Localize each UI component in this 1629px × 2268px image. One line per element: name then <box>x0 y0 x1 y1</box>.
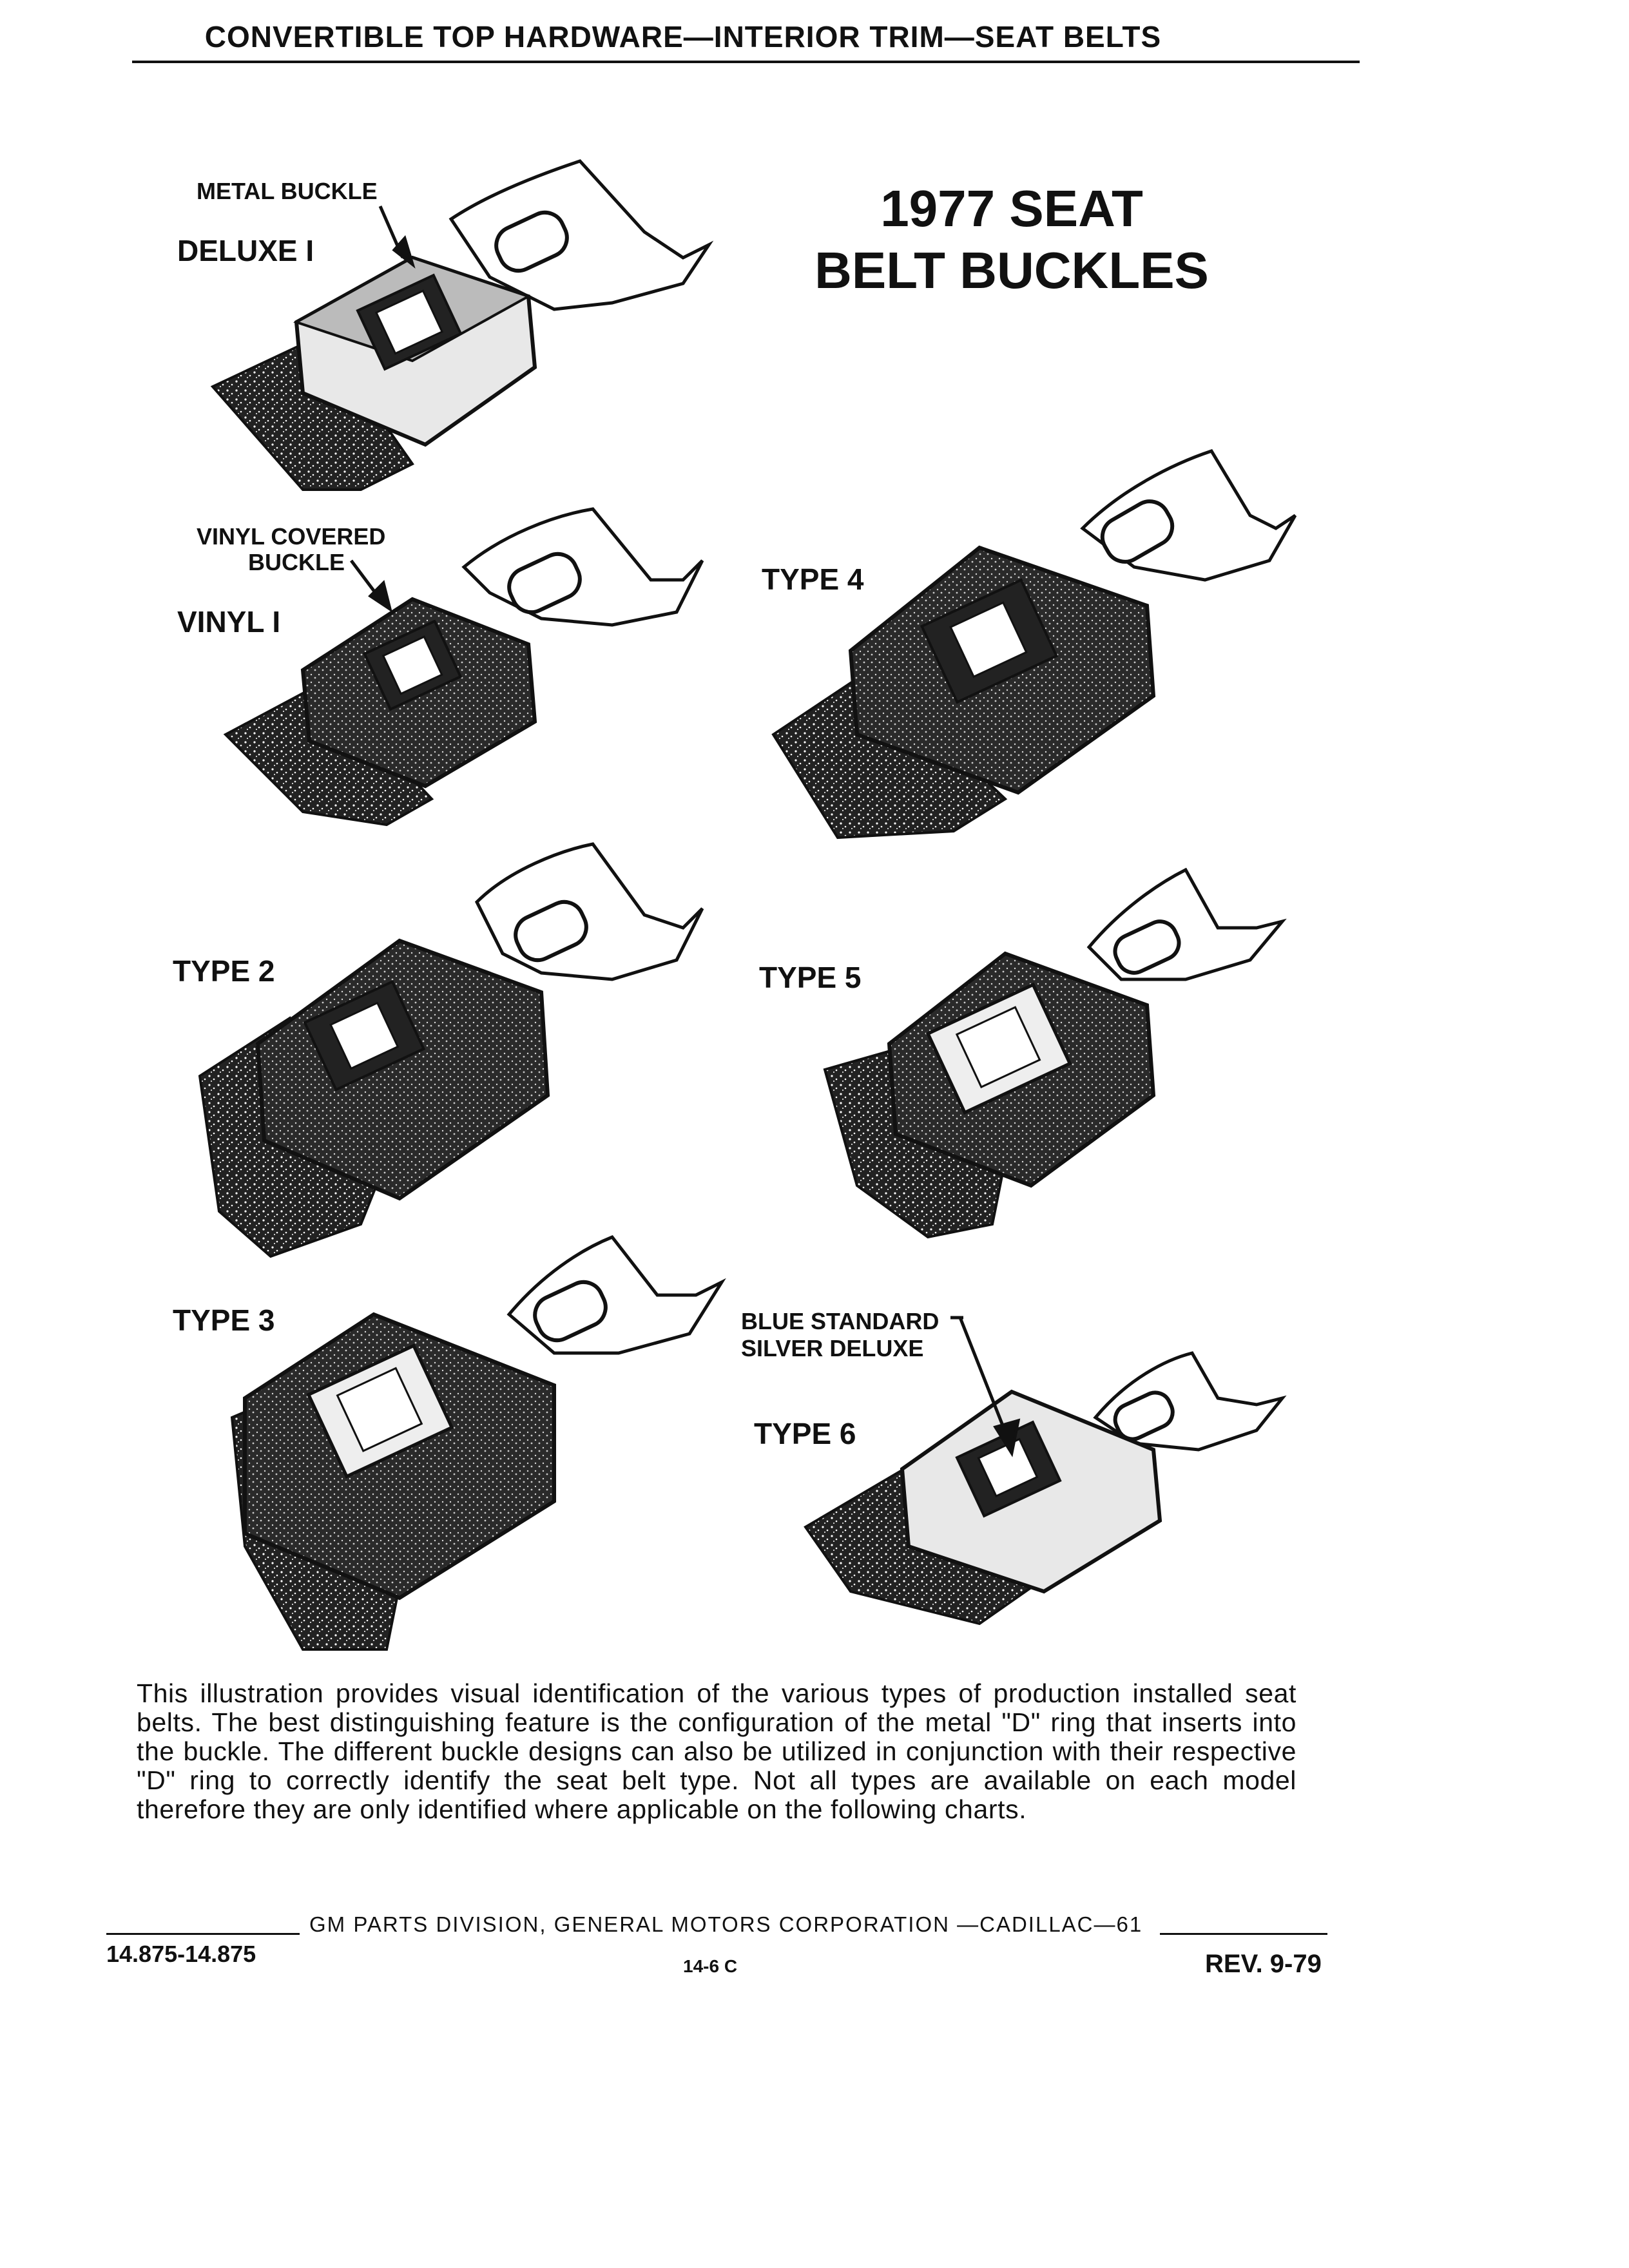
footer-publisher: GM PARTS DIVISION, GENERAL MOTORS CORPOR… <box>309 1912 1143 1936</box>
section-header: CONVERTIBLE TOP HARDWARE—INTERIOR TRIM—S… <box>204 20 1162 53</box>
footer-left-rule <box>106 1933 300 1935</box>
type-2-body <box>255 938 550 1201</box>
footer-right-rule <box>1160 1933 1327 1935</box>
footer-page-number: 14-6 C <box>683 1956 738 1976</box>
type-3-body <box>243 1312 556 1600</box>
type-2-d-ring <box>474 842 704 981</box>
deluxe-i-label: DELUXE I <box>177 234 314 267</box>
page-title: 1977 SEAT BELT BUCKLES <box>793 178 1231 302</box>
type-4-buckle <box>771 448 1297 840</box>
type-3-label: TYPE 3 <box>173 1303 275 1337</box>
page-title-line1: 1977 SEAT <box>880 180 1143 237</box>
blue-standard-callout: BLUE STANDARD <box>741 1308 940 1334</box>
type-4-label: TYPE 4 <box>762 562 864 596</box>
callout-arrows <box>350 205 1021 1457</box>
description-paragraph: This illustration provides visual identi… <box>137 1678 1296 1824</box>
vinyl-i-buckle <box>223 507 704 827</box>
vinyl-i-d-ring <box>461 507 704 627</box>
header-rule <box>132 61 1360 63</box>
footer-revision: REV. 9-79 <box>1205 1950 1322 1978</box>
type-5-buckle <box>823 867 1287 1239</box>
type-5-label: TYPE 5 <box>759 961 862 994</box>
type-3-d-ring <box>506 1235 726 1355</box>
silver-deluxe-callout: SILVER DELUXE <box>741 1335 924 1361</box>
type-6-buckle <box>804 1351 1287 1626</box>
page-title-line2: BELT BUCKLES <box>815 242 1209 299</box>
vinyl-covered-callout-line2: BUCKLE <box>248 549 345 575</box>
footer-catalog-range: 14.875-14.875 <box>106 1941 256 1967</box>
type-2-buckle <box>198 842 704 1258</box>
type-2-label: TYPE 2 <box>173 954 275 988</box>
vinyl-covered-callout-line1: VINYL COVERED <box>197 523 386 550</box>
vinyl-i-label: VINYL I <box>177 605 281 639</box>
deluxe-i-buckle <box>210 159 714 491</box>
metal-buckle-callout: METAL BUCKLE <box>197 178 378 204</box>
type-3-buckle <box>230 1235 726 1651</box>
type-6-label: TYPE 6 <box>754 1417 856 1450</box>
